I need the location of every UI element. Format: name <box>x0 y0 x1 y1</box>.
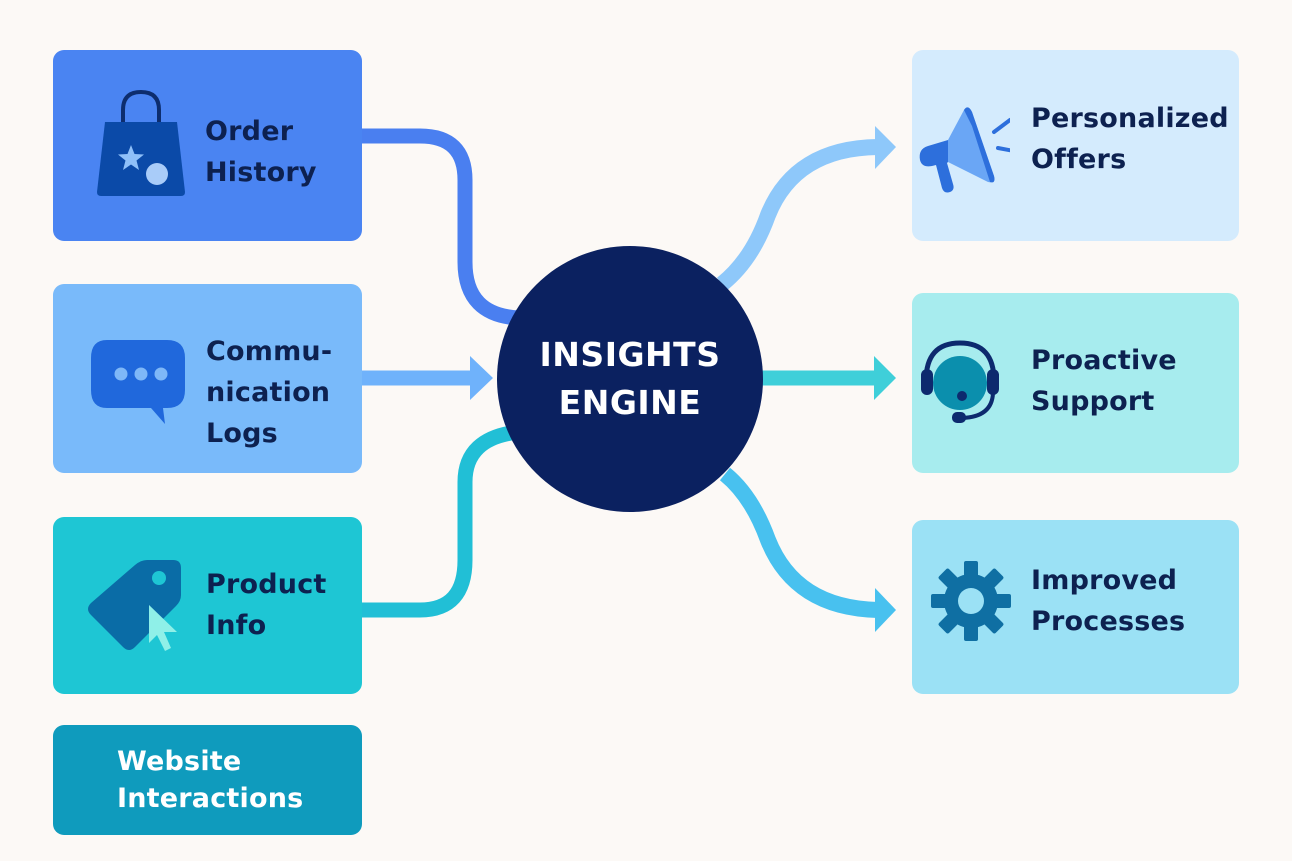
input-product-info-label: Product Info <box>206 569 327 641</box>
connector-order-history <box>360 128 521 326</box>
input-product-info[interactable]: Product Info <box>53 517 362 694</box>
input-website-interactions[interactable]: Website Interactions <box>53 725 362 835</box>
input-communication-logs-label: Commu- nication Logs <box>206 336 333 449</box>
megaphone-icon <box>919 107 1010 193</box>
connector-improved-processes-arrowhead <box>875 588 896 632</box>
insights-engine-node[interactable]: INSIGHTS ENGINE <box>497 246 763 512</box>
connector-product-info <box>360 424 520 618</box>
connector-proactive-support-arrowhead <box>874 356 896 400</box>
input-website-interactions-label: Website Interactions <box>117 746 304 814</box>
gear-icon <box>931 561 1011 641</box>
headset-icon <box>921 340 999 423</box>
price-tag-cursor-icon <box>88 560 181 651</box>
input-order-history[interactable]: Order History <box>53 50 362 241</box>
output-improved-processes[interactable]: Improved Processes <box>912 520 1239 694</box>
input-communication-logs[interactable]: Commu- nication Logs <box>53 284 362 473</box>
output-proactive-support[interactable]: Proactive Support <box>912 293 1239 473</box>
connector-personalized-offers-arrowhead <box>875 126 896 169</box>
chat-bubble-icon <box>91 340 185 424</box>
output-personalized-offers[interactable]: Personalized Offers <box>912 50 1239 241</box>
connector-personalized-offers <box>716 139 879 291</box>
connector-communication-logs-arrowhead <box>470 356 493 400</box>
insights-engine-label: INSIGHTS ENGINE <box>539 335 721 422</box>
shopping-bag-icon <box>97 89 185 196</box>
output-improved-processes-label: Improved Processes <box>1031 565 1186 637</box>
connector-improved-processes <box>719 467 879 618</box>
output-proactive-support-label: Proactive Support <box>1031 345 1177 417</box>
output-personalized-offers-label: Personalized Offers <box>1031 103 1229 175</box>
input-order-history-label: Order History <box>205 116 317 188</box>
